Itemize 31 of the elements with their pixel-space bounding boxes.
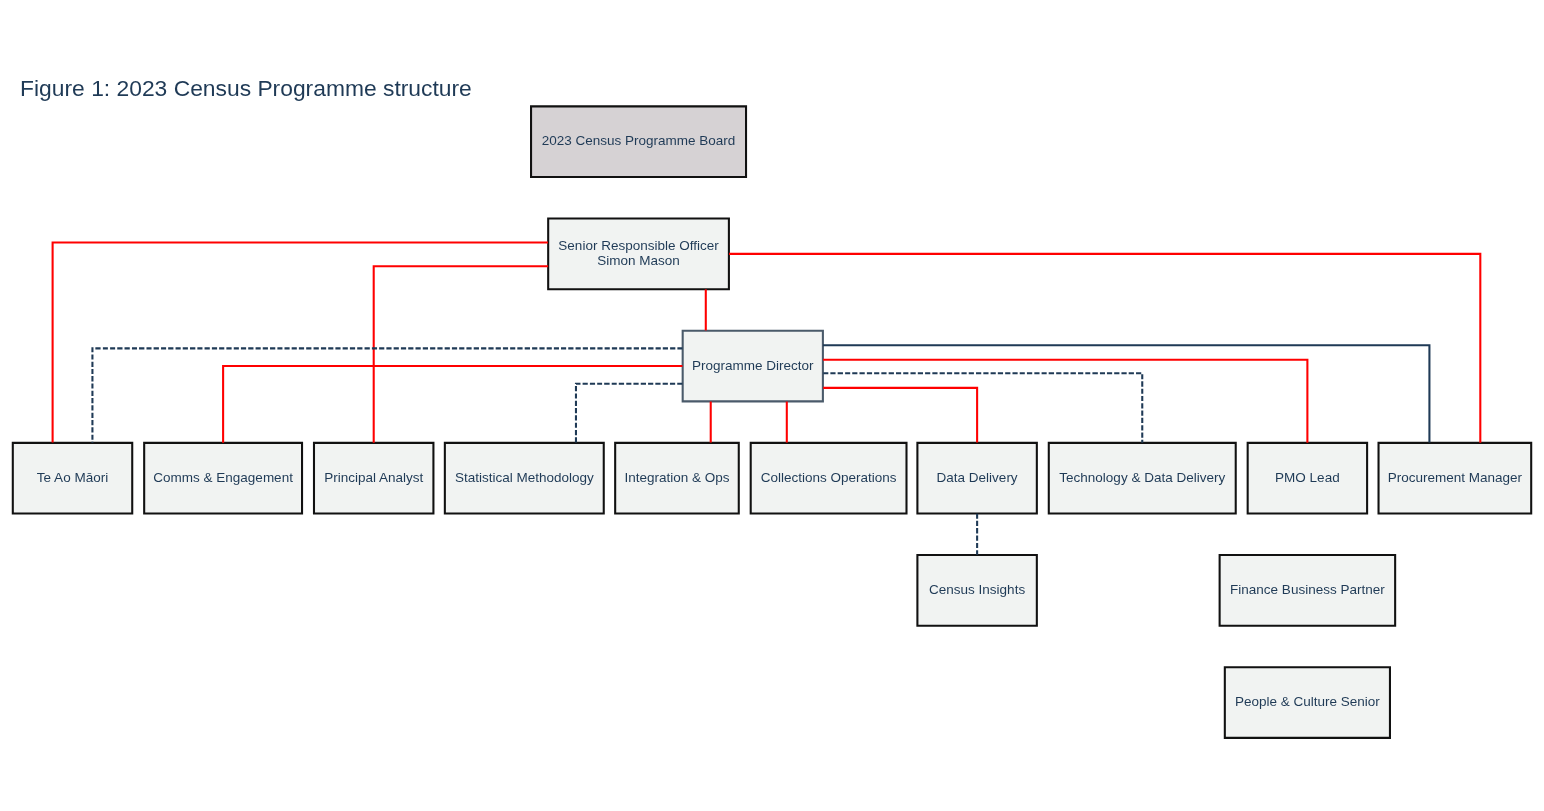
- node-box: Senior Responsible Officer Simon Mason: [547, 217, 730, 291]
- node-box: Collections Operations: [749, 441, 908, 515]
- node-box: Finance Business Partner: [1218, 554, 1397, 627]
- connector: [785, 401, 788, 443]
- connector: [709, 401, 712, 443]
- node-box: PMO Lead: [1246, 441, 1369, 515]
- node-box: Technology & Data Delivery: [1047, 441, 1237, 515]
- connector: [822, 344, 1431, 443]
- node-box: Comms & Engagement: [143, 441, 304, 515]
- diagram-title: Figure 1: 2023 Census Programme structure: [20, 74, 472, 101]
- node-box: Procurement Manager: [1377, 441, 1533, 515]
- connector: [976, 513, 979, 555]
- connector: [823, 386, 979, 443]
- connector: [704, 289, 707, 331]
- connector: [91, 347, 683, 443]
- node-box: People & Culture Senior: [1223, 666, 1391, 739]
- connector: [574, 382, 683, 443]
- node-box: Census Insights: [916, 554, 1038, 627]
- node-box: Statistical Methodology: [443, 441, 605, 515]
- connector: [823, 372, 1144, 443]
- connector: [729, 252, 1482, 443]
- connector: [372, 265, 549, 443]
- connector: [222, 365, 683, 443]
- node-box: Programme Director: [681, 329, 824, 403]
- node-box: Integration & Ops: [614, 441, 740, 515]
- node-box: Te Ao Māori: [11, 441, 134, 515]
- node-box: Data Delivery: [916, 441, 1038, 515]
- node-box: Principal Analyst: [312, 441, 435, 515]
- connector: [823, 358, 1309, 443]
- node-box: 2023 Census Programme Board: [530, 105, 748, 179]
- connector: [51, 241, 548, 443]
